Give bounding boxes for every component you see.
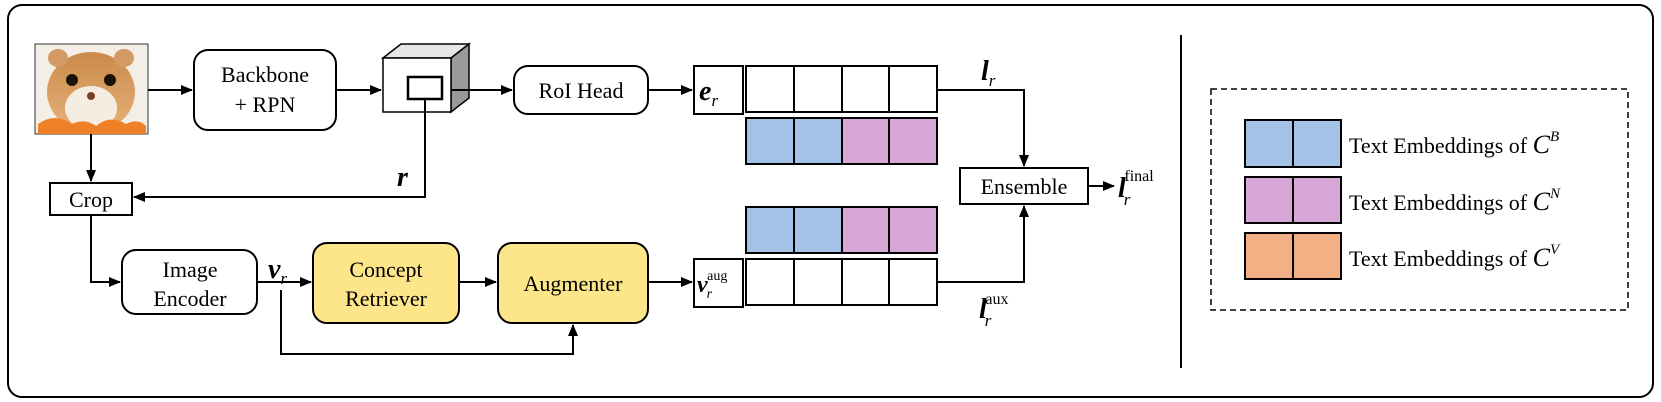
image-encoder-label-line2: Encoder bbox=[153, 286, 227, 311]
legend-label-base: Text Embeddings of CB bbox=[1349, 129, 1559, 159]
legend-frame bbox=[1210, 88, 1629, 311]
backbone-label-line1: Backbone bbox=[221, 62, 309, 87]
backbone-label-line2: + RPN bbox=[235, 92, 296, 117]
ensemble-label: Ensemble bbox=[981, 174, 1068, 199]
region-logits-boxes bbox=[745, 65, 938, 113]
legend-item-novel: Text Embeddings of CN bbox=[1244, 176, 1561, 224]
image-encoder-label-line1: Image bbox=[163, 257, 218, 282]
auxiliary-logits-boxes bbox=[745, 258, 938, 306]
roi-head-label: RoI Head bbox=[539, 78, 624, 103]
augmenter-label: Augmenter bbox=[524, 271, 624, 296]
region-embedding-box bbox=[693, 65, 744, 115]
legend-label-novel: Text Embeddings of CN bbox=[1349, 186, 1561, 216]
arrows bbox=[86, 85, 1115, 355]
input-image bbox=[34, 43, 149, 135]
legend-label-vocab: Text Embeddings of CV bbox=[1349, 242, 1561, 272]
auxiliary-logit-label: lraux bbox=[979, 291, 1009, 330]
visual-embedding-label: vr bbox=[268, 254, 287, 288]
text-embedding-boxes-bottom bbox=[745, 206, 938, 254]
text-embedding-boxes-top bbox=[745, 117, 938, 165]
legend-item-base: Text Embeddings of CB bbox=[1244, 119, 1559, 168]
augmented-embedding-symbol: vraug bbox=[697, 269, 727, 302]
region-symbol: r bbox=[397, 162, 409, 193]
concept-retriever-box bbox=[312, 242, 460, 324]
logit-label: lr bbox=[981, 56, 996, 90]
concept-retriever-label-line2: Retriever bbox=[345, 286, 428, 311]
final-logit-label: lrfinal bbox=[1118, 168, 1154, 209]
crop-label: Crop bbox=[69, 187, 113, 212]
legend-item-vocab: Text Embeddings of CV bbox=[1244, 232, 1561, 280]
roi-region bbox=[406, 75, 444, 101]
feature-map-cube bbox=[380, 42, 472, 114]
crop-box bbox=[49, 182, 133, 216]
region-embedding-symbol: er bbox=[699, 76, 718, 110]
ensemble-box bbox=[959, 167, 1089, 205]
concept-retriever-label-line1: Concept bbox=[349, 257, 422, 282]
augmented-embedding-box bbox=[693, 258, 744, 308]
